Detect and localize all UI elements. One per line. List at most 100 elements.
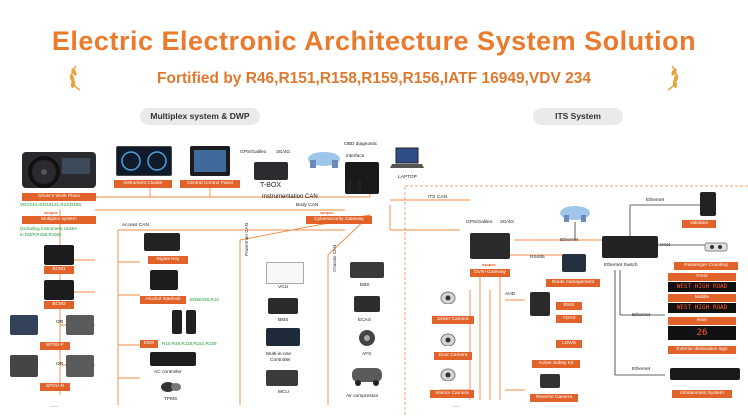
ems-cert-text: R10,R46,R118,R151,R159 (162, 341, 217, 346)
ahd-label: AHD (505, 292, 516, 297)
laurel-right-icon (667, 65, 679, 91)
route-device (562, 254, 586, 272)
ebs-label: EBS (360, 283, 370, 288)
driver-cert-text: VDV234,ISO16121,R13,R156 (20, 202, 82, 207)
multiplex-system-label: Multiplex system (22, 216, 96, 224)
laptop-icon (390, 146, 424, 170)
instrumentation-can-label: Instrumentation CAN (262, 194, 318, 200)
tbox-label: T-BOX (260, 182, 282, 189)
can2-label: CAN2 (357, 180, 362, 193)
multiplex-note-1: (including instrument cluster (20, 226, 78, 231)
powertrain-can-label: Powertrain CAN (244, 223, 249, 256)
bms-label: BMS (278, 318, 289, 323)
afs-icon (356, 328, 378, 348)
bcm2-label: BCM2 (44, 301, 74, 309)
infotainment-label: Infotainment System (672, 390, 732, 398)
ethernet-label-2: Ethernet (646, 198, 665, 203)
dvr-gateway-label: DVR+Gateway (470, 269, 510, 277)
multi-controller-label-1: Multi-in-one (266, 352, 292, 357)
ac-controller-device (150, 352, 196, 366)
obd-interface-label: interface (346, 154, 365, 159)
afs-label: AFS (362, 352, 372, 357)
ecas-device (354, 296, 380, 312)
door-camera-icon (440, 332, 456, 347)
cloud-server-icon (302, 150, 346, 170)
mcu-label: MCU (278, 390, 289, 395)
door-camera-label: Door Camera (434, 352, 472, 360)
ems-camera-b (186, 310, 196, 334)
passenger-counting-icon (704, 240, 728, 252)
validator-device (700, 192, 716, 216)
cyber-gateway-label: Cybersecurity Gateway (306, 216, 372, 224)
sign-middle-label: Middle (668, 294, 736, 302)
chassis-can-label: Chassis CAN (332, 244, 337, 272)
air-compressor-icon (348, 362, 388, 386)
vcu-device (266, 262, 304, 284)
gateway-logo: sanpec (320, 210, 334, 215)
ac-controller-label: AC controller (154, 370, 182, 375)
sign-front-display: WEST HIGH ROAD (668, 282, 736, 292)
driver-workplace-label: Driver's Work Place (22, 193, 96, 201)
bcm1-label: BCM1 (44, 266, 74, 274)
bms-device (268, 298, 298, 314)
spdu-r-module-a (10, 355, 38, 377)
dashboard-image (22, 146, 96, 190)
destination-sign-label: Exterior destination sign (668, 346, 736, 354)
interior-camera-icon (440, 367, 456, 382)
spdu-f-module-a (10, 315, 38, 335)
validator-label: Validator (682, 220, 716, 228)
spdu-f-label: SPDU-F (40, 342, 70, 350)
or-text-2: OR (56, 362, 64, 367)
vcu-label: VCU (278, 285, 289, 290)
instrument-cluster-label: Instrument Cluster (114, 180, 172, 188)
access-can-label: Access CAN (122, 223, 149, 228)
tpms-sensor-icon (160, 380, 182, 394)
ethernet-label-1: Ethernet (560, 238, 579, 243)
brand-logo: sanpec (44, 210, 58, 215)
adas-label: ADAS (556, 315, 582, 323)
ethernet-switch-device (602, 236, 658, 258)
ebs-device (350, 262, 384, 278)
instrument-cluster-image (116, 146, 172, 176)
dvr-gateway-device (470, 233, 510, 259)
bsis-label: BSIS (556, 302, 582, 310)
can1-label: CAN1 (347, 180, 352, 193)
rs485-label: RS485 (530, 255, 545, 260)
sign-rear-display: 26 (668, 326, 736, 340)
obd-label: OBD diagnostic (344, 142, 378, 147)
interior-camera-label: Interior Camera (430, 390, 474, 398)
active-safety-device (530, 292, 550, 316)
its-gps-text: GPS/Galileo (466, 220, 493, 225)
ems-camera-a (172, 310, 182, 334)
central-panel-image (190, 146, 230, 176)
alcohol-device (150, 270, 178, 290)
ethernet-label-5: Ethernet (632, 367, 651, 372)
tbox-device (254, 162, 288, 180)
page-subtitle: Fortified by R46,R151,R158,R159,R156,IAT… (157, 70, 591, 87)
multi-controller-device (266, 328, 300, 346)
its-ellipsis: ...... (452, 404, 460, 409)
spdu-r-label: SPDU-R (40, 383, 70, 391)
left-ellipsis: ...... (50, 404, 58, 409)
digital-key-device (144, 233, 180, 251)
reverse-camera-device (540, 374, 560, 388)
alcohol-cert-text: EN50436,R10 (190, 297, 219, 302)
ldws-label: LDWS (556, 340, 582, 348)
its-cloud-icon (555, 204, 595, 224)
alcohol-label: Alcohol Interlock (140, 296, 186, 304)
infotainment-device (670, 368, 740, 380)
route-management-label: Route management (546, 279, 600, 287)
ecas-label: ECAS (358, 318, 372, 323)
bcm2-device (44, 280, 74, 300)
bcm1-device (44, 245, 74, 265)
air-compressor-label: Air compressor (346, 394, 379, 399)
dvr-logo: sanpec (482, 262, 496, 267)
driver-camera-icon (440, 290, 456, 305)
page-title: Electric Electronic Architecture System … (51, 26, 697, 56)
spdu-r-module-b (66, 355, 94, 377)
sign-middle-display: WEST HIGH ROAD (668, 303, 736, 313)
section-its: ITS System (533, 108, 623, 125)
ethernet-label-4: Ethernet (632, 313, 651, 318)
multi-controller-label-2: Controller (270, 358, 291, 363)
